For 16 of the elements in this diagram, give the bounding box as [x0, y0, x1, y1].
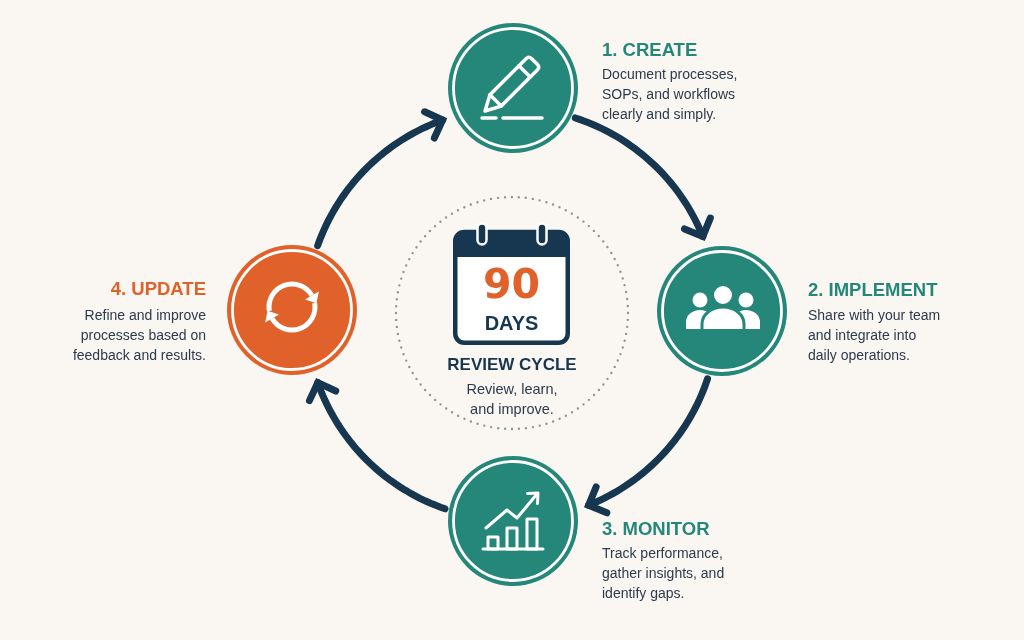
cycle-arrow	[585, 375, 712, 517]
cycle-arrow	[305, 379, 449, 513]
day-count: 90	[482, 262, 541, 306]
step-description: Document processes, SOPs, and workflows clearly and simply.	[602, 65, 739, 124]
cycle-description: Review, learn, and improve.	[465, 380, 559, 419]
day-unit: DAYS	[484, 312, 539, 334]
step-title: 2. IMPLEMENT	[808, 279, 938, 301]
cycle-arrow	[571, 114, 714, 240]
step-title: 3. MONITOR	[602, 518, 710, 540]
step-title: 4. UPDATE	[110, 278, 206, 300]
step-description: Share with your team and integrate into daily operations.	[808, 306, 942, 365]
step-title: 1. CREATE	[602, 39, 698, 61]
cycle-heading: REVIEW CYCLE	[447, 355, 577, 375]
step-description: Refine and improve processes based on feedback and results.	[71, 306, 206, 365]
cycle-arrow	[314, 108, 447, 250]
step-description: Track performance, gather insights, and identify gaps.	[602, 544, 726, 603]
